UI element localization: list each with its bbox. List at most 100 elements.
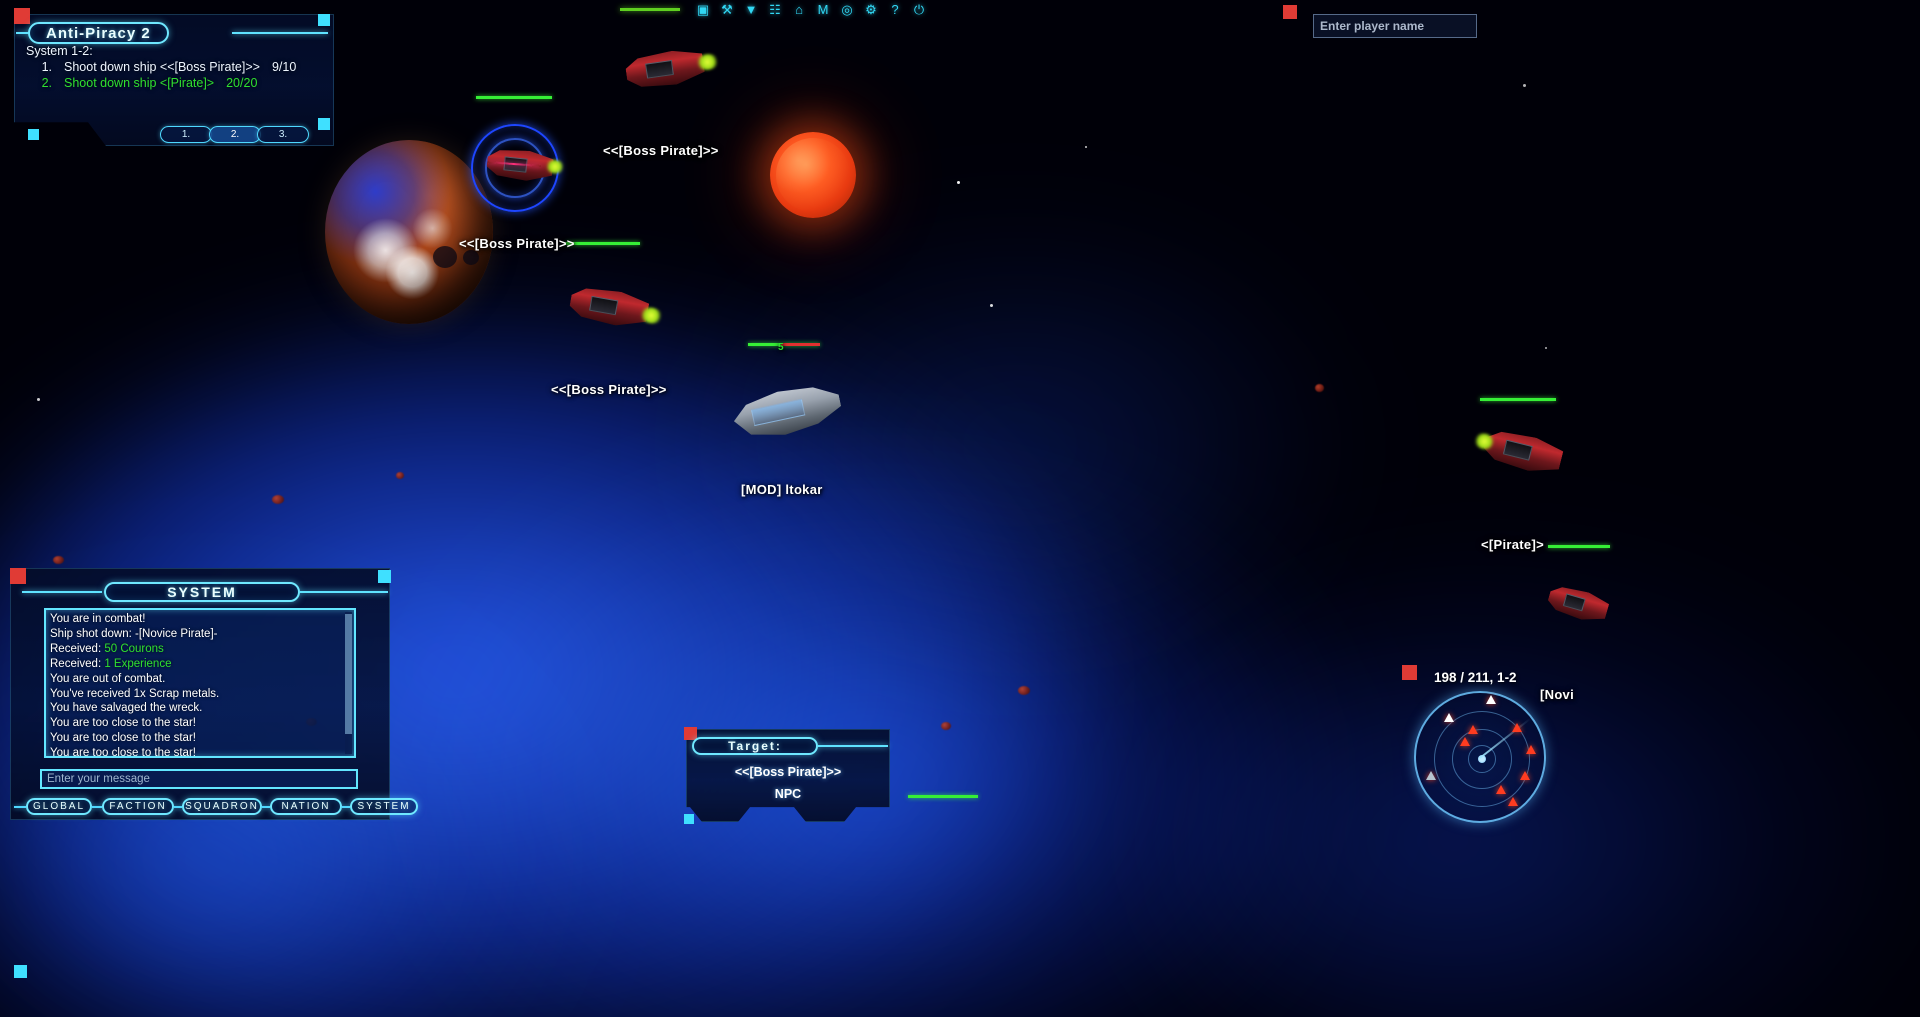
panel-background xyxy=(10,568,390,820)
minimap-coordinates: 198 / 211, 1-2 xyxy=(1434,670,1517,685)
stats-icon[interactable]: Μ xyxy=(817,1,829,17)
asteroid xyxy=(941,722,951,730)
chat-message: You have salvaged the wreck. xyxy=(50,702,203,715)
radar-blip xyxy=(1512,723,1522,732)
red-star xyxy=(770,132,856,218)
radar-blip xyxy=(1526,745,1536,754)
radar-blip-ally xyxy=(1444,713,1454,722)
objective-text: Shoot down ship <[Pirate]> xyxy=(64,76,215,90)
panel-divider xyxy=(22,591,102,593)
chat-scrollbar[interactable] xyxy=(345,612,352,754)
health-bar xyxy=(476,96,552,99)
chat-panel-corner-marker xyxy=(10,568,26,584)
channel-connector xyxy=(92,806,102,808)
star-dot xyxy=(990,304,993,307)
chat-message: You are out of combat. xyxy=(50,672,166,685)
target-type: NPC xyxy=(774,787,802,801)
chat-message: You are too close to the star! xyxy=(50,717,196,730)
radar-blip xyxy=(1508,797,1518,806)
star-dot xyxy=(37,398,40,401)
chat-message: Received: 50 Courons xyxy=(50,642,164,655)
chat-panel xyxy=(10,568,390,820)
chat-message: You are in combat! xyxy=(50,613,146,625)
objective-text: Shoot down ship <<[Boss Pirate]>> xyxy=(64,60,260,74)
channel-tab-system[interactable]: SYSTEM xyxy=(350,798,418,815)
chat-scrollbar-thumb[interactable] xyxy=(345,614,352,734)
objective-count: 20/20 xyxy=(226,76,258,90)
chat-title: SYSTEM xyxy=(104,582,300,602)
star-dot xyxy=(1085,146,1087,148)
star-dot xyxy=(1523,84,1526,87)
quest-tab-2[interactable]: 2. xyxy=(209,126,261,143)
quest-panel xyxy=(14,14,334,146)
chat-channel-tabs: GLOBAL FACTION SQUADRON NATION SYSTEM xyxy=(14,798,418,820)
health-bar xyxy=(748,343,820,346)
radar-ring xyxy=(1434,711,1530,807)
channel-tab-squadron[interactable]: SQUADRON xyxy=(182,798,262,815)
chat-panel-corner-marker xyxy=(378,570,391,583)
panel-divider xyxy=(232,32,328,34)
target-panel-corner-marker xyxy=(684,727,697,740)
chat-message: Received: 1 Experience xyxy=(50,657,172,670)
cockpit xyxy=(589,296,618,316)
station-icon[interactable]: ☷ xyxy=(769,1,781,17)
radar-blip-ally xyxy=(1486,695,1496,704)
minimap[interactable]: 198 / 211, 1-2 xyxy=(1402,665,1582,825)
radar-blip xyxy=(1496,785,1506,794)
skills-icon[interactable]: ⚒ xyxy=(721,1,733,17)
chat-input[interactable] xyxy=(40,769,358,789)
channel-tab-faction[interactable]: FACTION xyxy=(102,798,174,815)
cockpit xyxy=(645,60,673,79)
quest-tab-label: 1. xyxy=(181,129,191,140)
channel-connector xyxy=(262,806,270,808)
quest-tab-1[interactable]: 1. xyxy=(160,126,212,143)
power-icon[interactable]: ⏻ xyxy=(913,1,925,17)
quest-panel-corner-marker xyxy=(14,8,30,24)
objective-number: 1. xyxy=(41,60,52,74)
health-bar xyxy=(1548,545,1610,548)
channel-connector xyxy=(342,806,350,808)
quests-icon[interactable]: ⌂ xyxy=(795,1,803,17)
radar-ring xyxy=(1468,745,1496,773)
channel-connector xyxy=(14,806,26,808)
filter-icon[interactable]: ▼ xyxy=(744,1,758,17)
boss-pirate-label-3: <<[Boss Pirate]>> xyxy=(551,382,667,397)
chat-message: You are too close to the star! xyxy=(50,747,196,758)
asteroid xyxy=(53,556,64,564)
channel-tab-global[interactable]: GLOBAL xyxy=(26,798,92,815)
chat-message: You are too close to the star! xyxy=(50,732,196,745)
health-bar xyxy=(566,242,640,245)
quest-panel-corner-marker xyxy=(318,118,330,130)
mod-player-label: [MOD] ltokar xyxy=(741,482,823,497)
radar-ring xyxy=(1452,729,1512,789)
radar-circle[interactable] xyxy=(1414,691,1546,823)
channel-tab-nation[interactable]: NATION xyxy=(270,798,342,815)
help-icon[interactable]: ? xyxy=(891,1,899,17)
pirate-label: <[Pirate]> xyxy=(1481,537,1544,552)
target-name: <<[Boss Pirate]>> xyxy=(734,765,842,779)
star-dot xyxy=(957,181,960,184)
quest-panel-corner-marker xyxy=(318,14,330,26)
quest-objective-1: 1.Shoot down ship <<[Boss Pirate]>>9/10 xyxy=(26,60,297,74)
chat-message-log[interactable]: You are in combat! Ship shot down: -[Nov… xyxy=(44,608,356,758)
radar-blip xyxy=(1468,725,1478,734)
panel-divider xyxy=(818,745,888,747)
player-name-input[interactable] xyxy=(1313,14,1477,38)
radar-blip-neutral xyxy=(1426,771,1436,780)
quest-tab-label: 2. xyxy=(230,129,240,140)
minimap-corner-marker xyxy=(1402,665,1417,680)
radar-blip xyxy=(1520,771,1530,780)
map-icon[interactable]: ◎ xyxy=(841,1,853,17)
cockpit xyxy=(1503,440,1533,462)
boss-pirate-label-1: <<[Boss Pirate]>> xyxy=(603,143,719,158)
quest-tab-3[interactable]: 3. xyxy=(257,126,309,143)
settings-icon[interactable]: ⚙ xyxy=(865,1,877,17)
target-panel-corner-marker xyxy=(684,814,694,824)
quest-system-label: System 1-2: xyxy=(26,44,93,58)
channel-connector xyxy=(174,806,182,808)
inventory-icon[interactable]: ▣ xyxy=(696,1,710,17)
top-toolbar: ▣ ⚒ ▼ ☷ ⌂ Μ ◎ ⚙ ? ⏻ xyxy=(620,0,926,18)
planet xyxy=(325,140,493,324)
asteroid xyxy=(1018,686,1030,695)
